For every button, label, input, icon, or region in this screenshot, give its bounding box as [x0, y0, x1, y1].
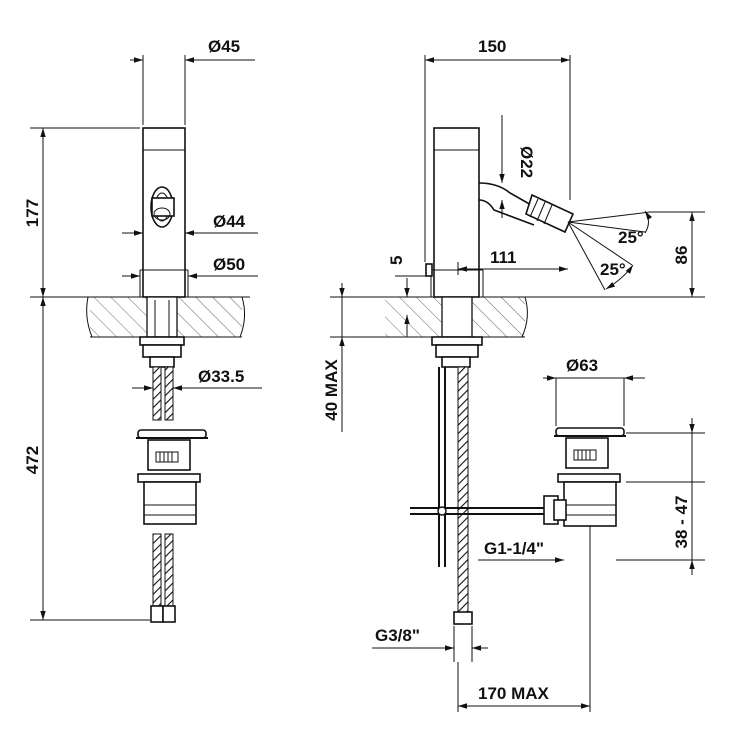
dim-5: 5: [387, 256, 406, 265]
dim-38-47: 38 - 47: [672, 496, 691, 549]
popup-cap-side: [555, 427, 625, 437]
dim-177: 177: [23, 199, 42, 227]
dim-d63: Ø63: [566, 356, 598, 375]
side-view: 25° 25° 150 Ø: [322, 37, 705, 712]
dim-40-max: 40 MAX: [322, 359, 341, 421]
dim-d22: Ø22: [517, 146, 536, 178]
dim-g1-14: G1-1/4": [484, 539, 544, 558]
front-view: Ø45 Ø44 Ø50 Ø33.5 177 472: [23, 37, 262, 623]
popup-cap-front: [137, 429, 207, 439]
dim-g3-8: G3/8": [375, 626, 420, 645]
dim-86: 86: [672, 246, 691, 265]
dim-angle-25-bottom: 25°: [600, 260, 626, 279]
faucet-body-side: [433, 127, 480, 298]
dim-d45: Ø45: [208, 37, 240, 56]
dim-472: 472: [23, 446, 42, 474]
dim-angle-25-top: 25°: [618, 228, 644, 247]
dim-150: 150: [478, 37, 506, 56]
dim-d44: Ø44: [213, 212, 246, 231]
spout-nozzle: [525, 193, 575, 234]
dim-111: 111: [490, 248, 517, 267]
dim-d50: Ø50: [213, 255, 245, 274]
dim-170-max: 170 MAX: [478, 684, 550, 703]
dim-d33-5: Ø33.5: [198, 367, 244, 386]
